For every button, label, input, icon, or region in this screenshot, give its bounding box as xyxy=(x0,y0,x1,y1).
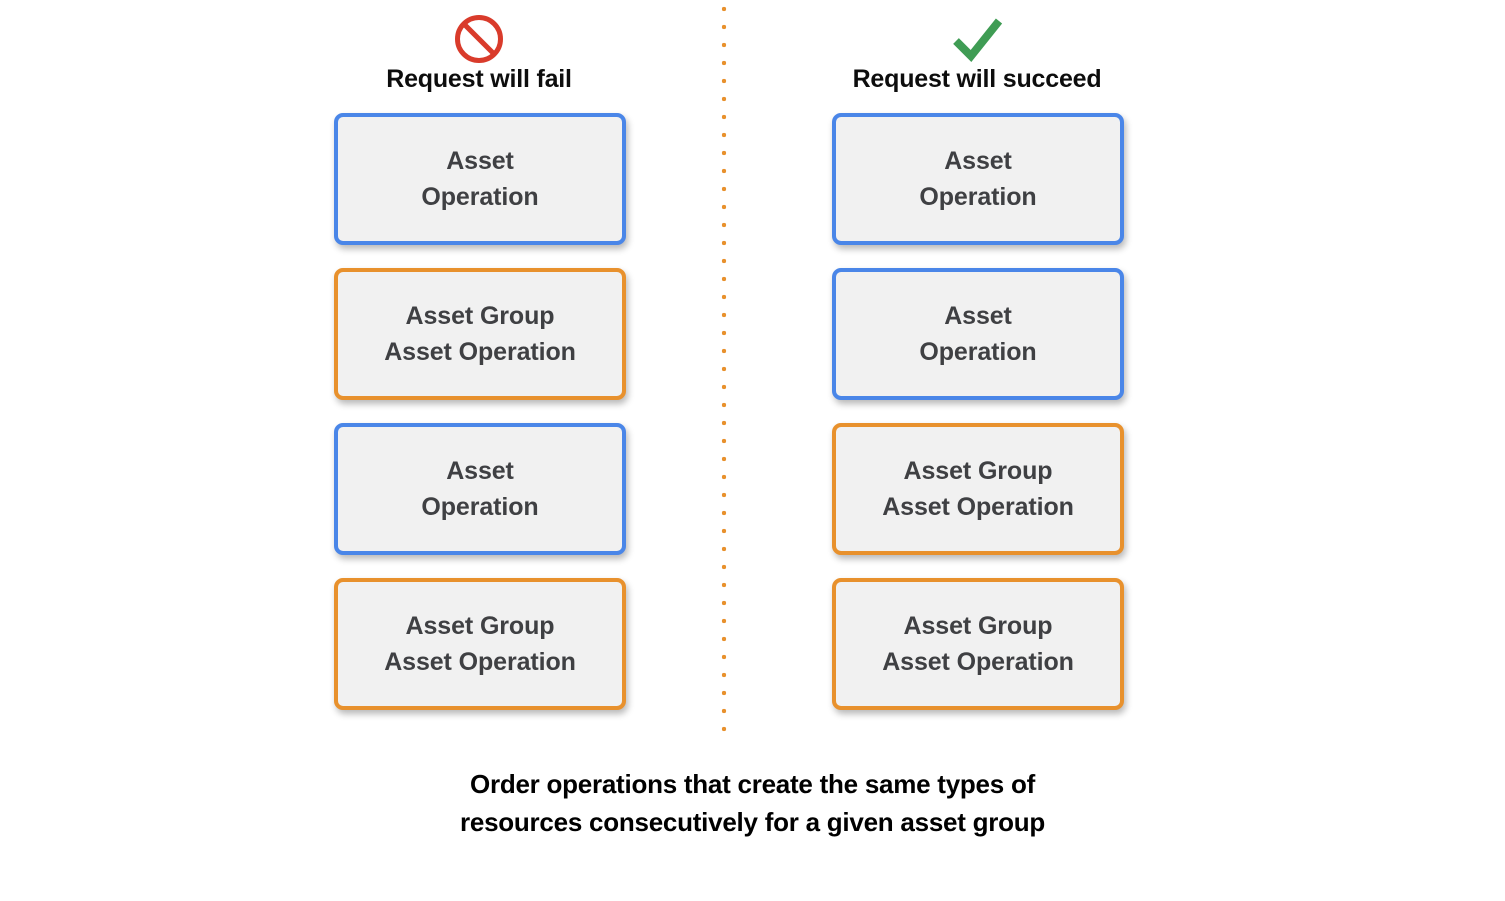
operation-box[interactable]: Asset Group Asset Operation xyxy=(832,578,1124,710)
operation-box-label: Asset Operation xyxy=(421,456,539,521)
diagram-caption: Order operations that create the same ty… xyxy=(459,769,1046,837)
prohibition-icon xyxy=(329,8,629,66)
operation-box[interactable]: Asset Operation xyxy=(832,113,1124,245)
operation-box-label: Asset Group Asset Operation xyxy=(384,611,576,676)
column-divider xyxy=(721,0,727,738)
operation-box[interactable]: Asset Group Asset Operation xyxy=(334,268,626,400)
operation-box-label: Asset Operation xyxy=(919,146,1037,211)
operation-stack-fail: Asset Operation Asset Group Asset Operat… xyxy=(334,113,626,733)
column-header-succeed: Request will succeed xyxy=(827,8,1127,94)
operation-box[interactable]: Asset Group Asset Operation xyxy=(334,578,626,710)
operation-box[interactable]: Asset Operation xyxy=(334,423,626,555)
operation-box[interactable]: Asset Group Asset Operation xyxy=(832,423,1124,555)
operation-box[interactable]: Asset Operation xyxy=(832,268,1124,400)
operation-box-label: Asset Group Asset Operation xyxy=(882,611,1074,676)
column-title-succeed: Request will succeed xyxy=(852,65,1102,93)
operation-box-label: Asset Operation xyxy=(919,301,1037,366)
column-title-fail: Request will fail xyxy=(386,65,572,93)
operation-box-label: Asset Group Asset Operation xyxy=(384,301,576,366)
operation-box-label: Asset Operation xyxy=(421,146,539,211)
operation-box[interactable]: Asset Operation xyxy=(334,113,626,245)
column-header-fail: Request will fail xyxy=(329,8,629,94)
operation-stack-succeed: Asset Operation Asset Operation Asset Gr… xyxy=(832,113,1124,733)
operation-box-label: Asset Group Asset Operation xyxy=(882,456,1074,521)
check-icon xyxy=(827,8,1127,66)
